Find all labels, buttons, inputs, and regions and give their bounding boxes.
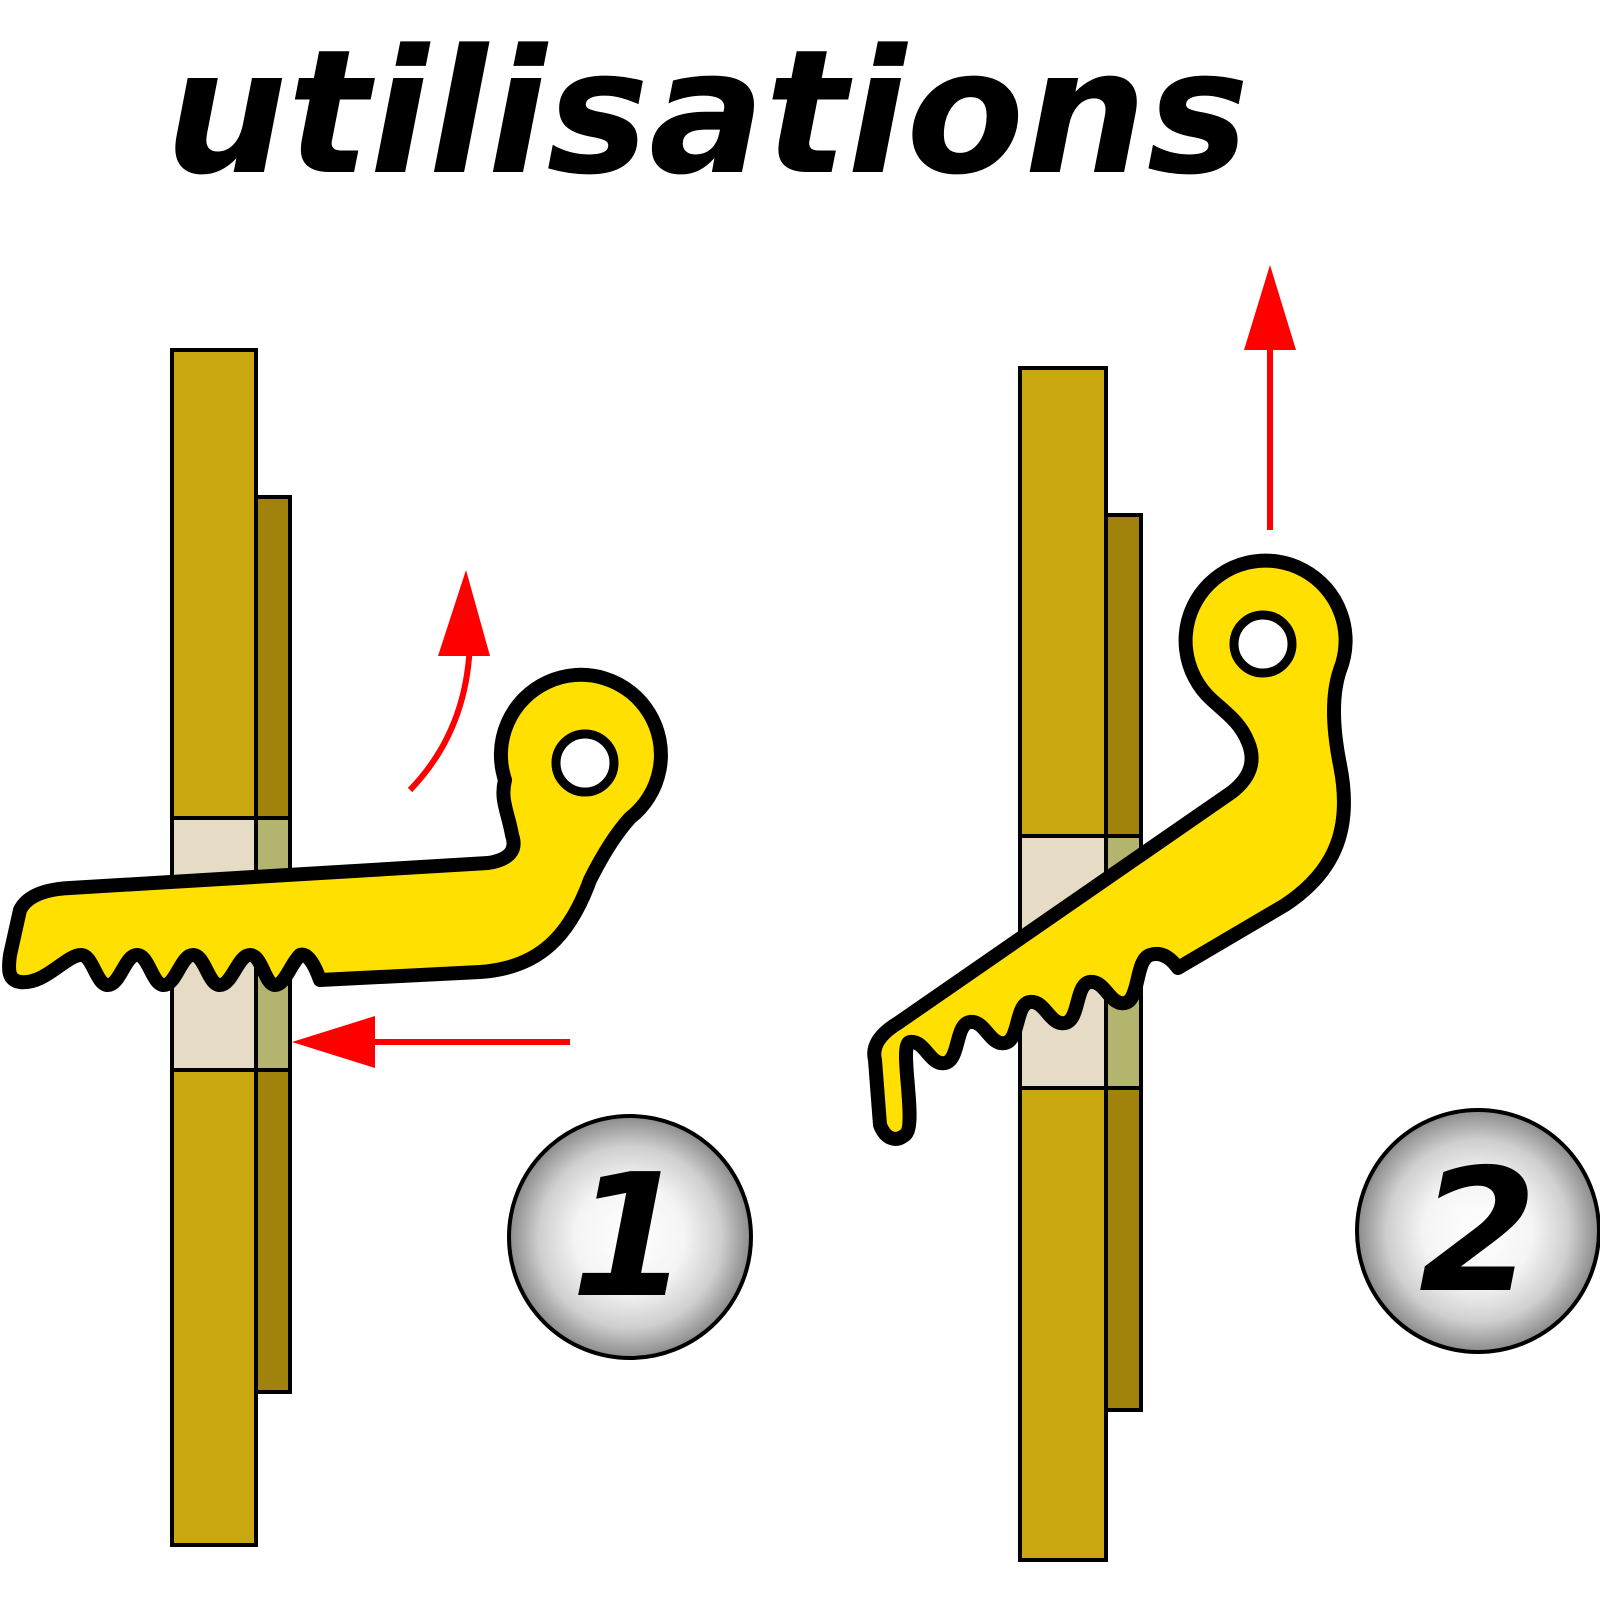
diagram-title: utilisations — [165, 12, 1249, 213]
step-1-badge: 1 — [507, 1114, 753, 1360]
left-arrow-icon — [292, 1016, 570, 1068]
step-1-illustration: 1 — [2, 348, 753, 1547]
step-2-badge: 2 — [1355, 1108, 1600, 1354]
lever-hole — [551, 729, 619, 797]
up-arrow-icon — [1244, 265, 1296, 530]
step-2-illustration: 2 — [867, 265, 1600, 1562]
lever-hole — [1229, 610, 1297, 678]
notched-lever-tool — [2, 667, 668, 992]
curved-up-arrow-icon — [407, 570, 490, 793]
notched-lever-tool — [867, 553, 1353, 1146]
step-2-number: 2 — [1419, 1133, 1537, 1331]
step-1-number: 1 — [571, 1138, 689, 1336]
